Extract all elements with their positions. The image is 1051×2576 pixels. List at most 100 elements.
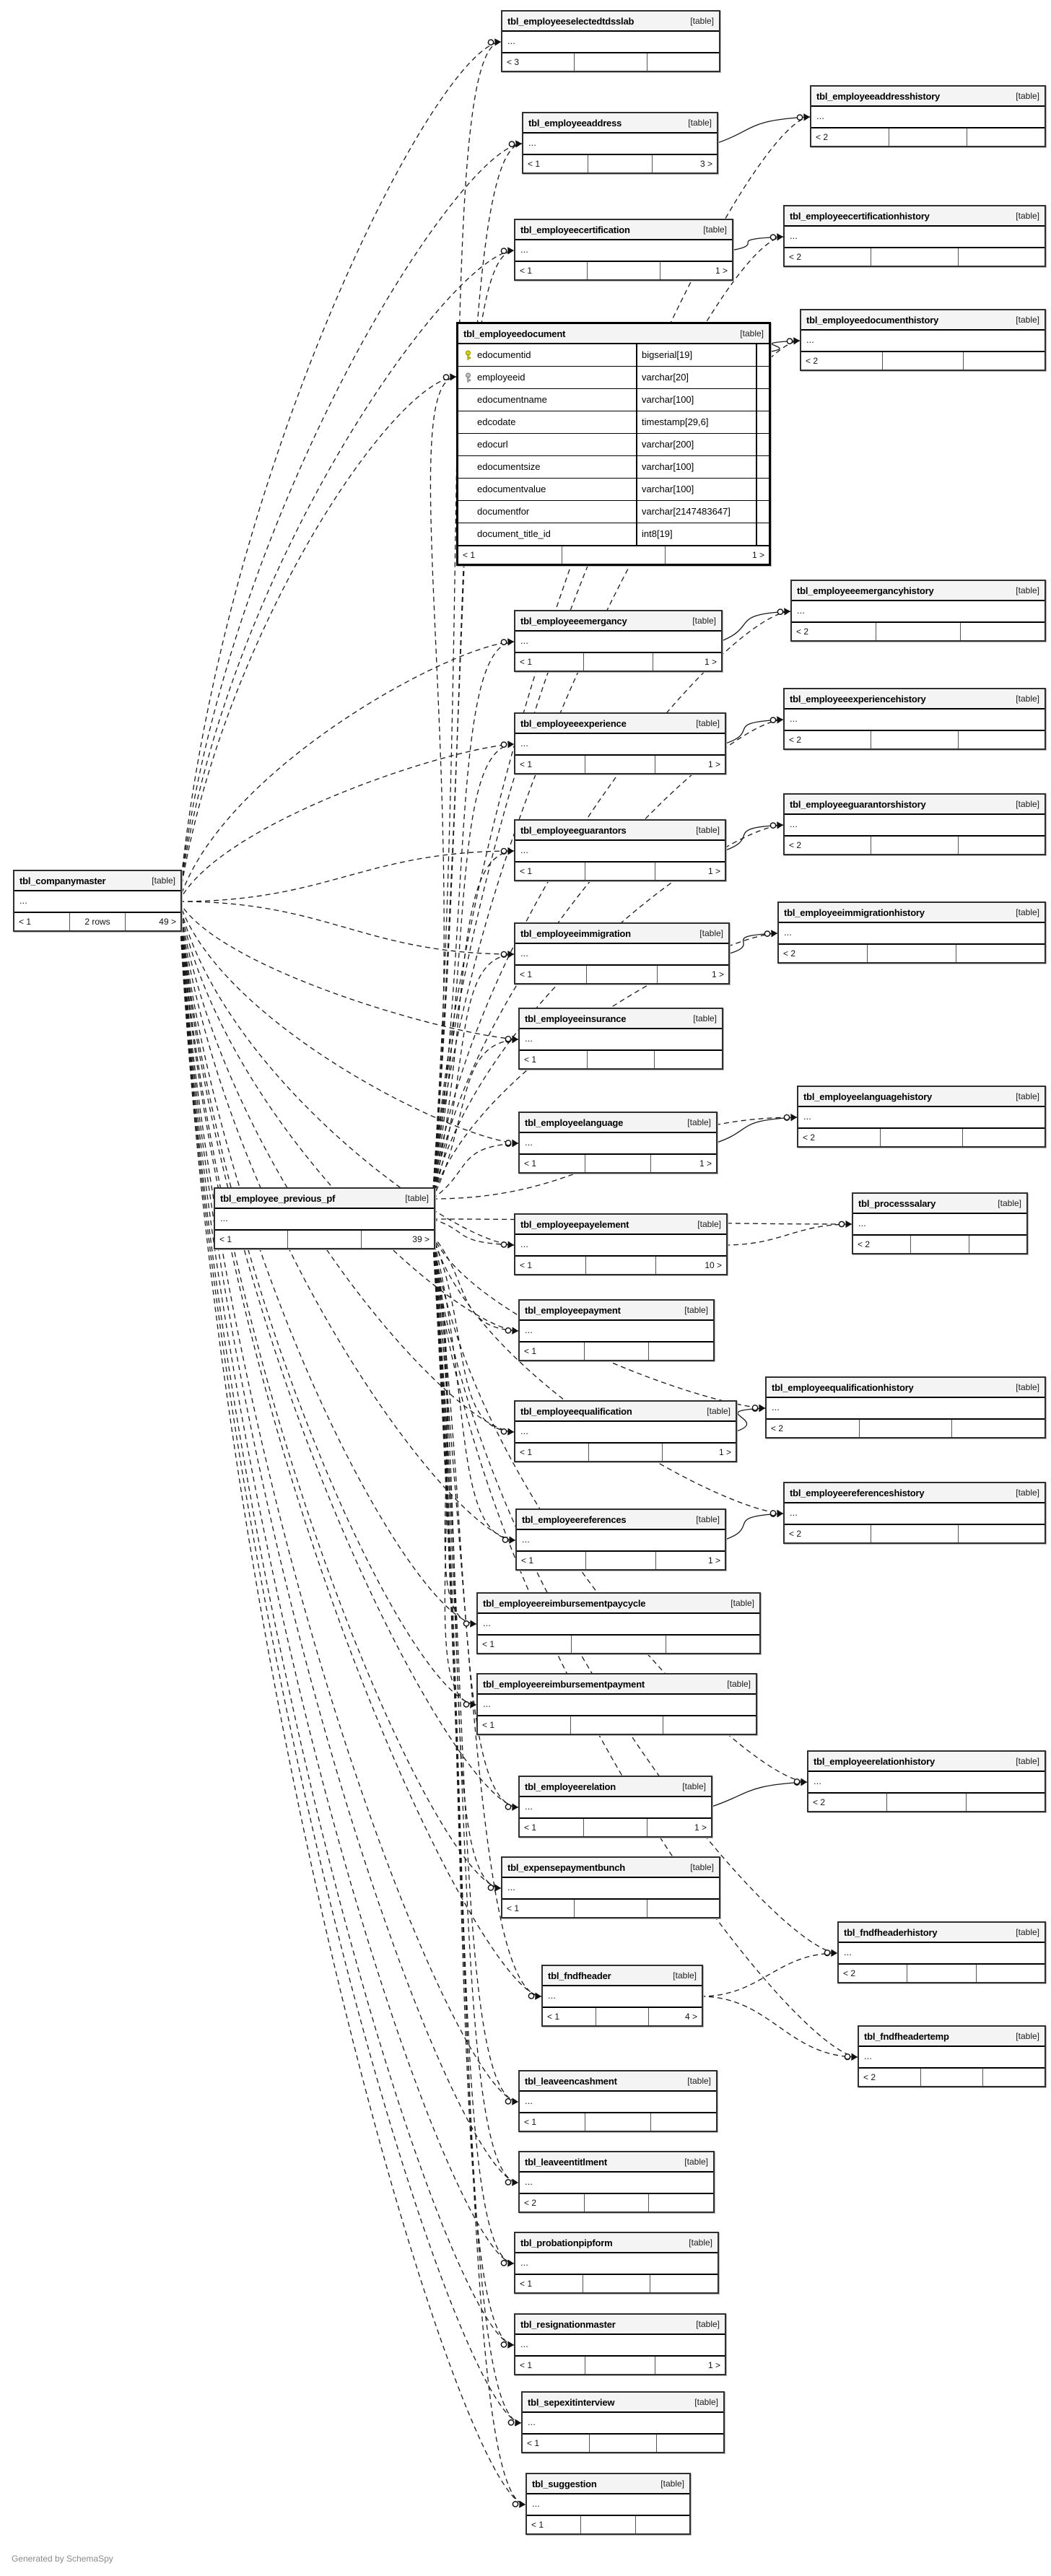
row-count: [585, 1155, 650, 1172]
table-header[interactable]: tbl_employeeexperiencehistory[table]: [785, 689, 1045, 710]
table-node-selectedtdsslab[interactable]: tbl_employeeselectedtdsslab[table]...< 3: [501, 10, 720, 72]
table-name: tbl_employeeguarantors: [520, 824, 627, 836]
table-header[interactable]: tbl_employeeemergancy[table]: [515, 611, 721, 632]
table-header[interactable]: tbl_employee_previous_pf[table]: [215, 1189, 434, 1209]
child-degree: 39 >: [360, 1231, 434, 1248]
table-header[interactable]: tbl_suggestion[table]: [527, 2474, 689, 2494]
table-header[interactable]: tbl_employeerelation[table]: [520, 1777, 711, 1797]
fk-edge-previous_pf-document: [429, 373, 457, 1200]
table-node-insurance[interactable]: tbl_employeeinsurance[table]...< 1: [518, 1008, 723, 1070]
table-name: tbl_companymaster: [19, 875, 106, 886]
key-cell: [458, 501, 477, 523]
table-node-reimbursementpaycycle[interactable]: tbl_employeereimbursementpaycycle[table]…: [476, 1592, 761, 1654]
table-header[interactable]: tbl_leaveentitlment[table]: [520, 2152, 713, 2173]
table-header[interactable]: tbl_employeelanguagehistory[table]: [798, 1087, 1045, 1107]
table-node-suggestion[interactable]: tbl_suggestion[table]...< 1: [526, 2473, 691, 2535]
table-header[interactable]: tbl_employeeaddresshistory[table]: [811, 87, 1045, 107]
table-header[interactable]: tbl_processsalary[table]: [853, 1194, 1026, 1214]
table-header[interactable]: tbl_sepexitinterview[table]: [523, 2393, 723, 2413]
degree-row: < 1: [478, 1636, 759, 1653]
table-header[interactable]: tbl_employeerelationhistory[table]: [808, 1752, 1045, 1772]
table-node-expensepaymentbunch[interactable]: tbl_expensepaymentbunch[table]...< 1: [501, 1856, 720, 1918]
table-header[interactable]: tbl_fndfheadertemp[table]: [859, 2027, 1045, 2047]
table-header[interactable]: tbl_employeereferences[table]: [517, 1510, 725, 1530]
table-header[interactable]: tbl_employeepayment[table]: [520, 1301, 713, 1321]
table-node-emergancyhistory[interactable]: tbl_employeeemergancyhistory[table]...< …: [790, 580, 1046, 642]
table-node-referenceshistory[interactable]: tbl_employeereferenceshistory[table]...<…: [783, 1482, 1046, 1544]
table-header[interactable]: tbl_employeedocumenthistory[table]: [801, 310, 1045, 331]
fk-edge-companymaster-reimbursementpayment: [178, 901, 477, 1708]
table-header[interactable]: tbl_companymaster[table]: [14, 871, 180, 891]
parent-degree: < 1: [528, 159, 541, 169]
row-count: 2 rows: [69, 913, 125, 930]
table-node-fndfheadertemp[interactable]: tbl_fndfheadertemp[table]...< 2: [858, 2025, 1046, 2087]
degree-row: < 2: [785, 731, 1045, 748]
table-node-fndfheaderhistory[interactable]: tbl_fndfheaderhistory[table]...< 2: [837, 1921, 1046, 1983]
table-header[interactable]: tbl_employeeguarantors[table]: [515, 821, 725, 841]
table-header[interactable]: tbl_fndfheader[table]: [543, 1966, 702, 1986]
table-header[interactable]: tbl_expensepaymentbunch[table]: [502, 1858, 719, 1878]
table-node-languagehistory[interactable]: tbl_employeelanguagehistory[table]...< 2: [797, 1086, 1046, 1148]
table-header[interactable]: tbl_employeeselectedtdsslab[table]: [502, 12, 719, 32]
table-node-leaveentitlment[interactable]: tbl_leaveentitlment[table]...< 2: [518, 2151, 715, 2213]
fk-edge-previous_pf-probationpipform: [432, 1234, 515, 2267]
table-name: tbl_employeepayelement: [520, 1218, 629, 1230]
table-node-reimbursementpayment[interactable]: tbl_employeereimbursementpayment[table].…: [476, 1673, 757, 1735]
table-node-guarantorshistory[interactable]: tbl_employeeguarantorshistory[table]...<…: [783, 793, 1046, 855]
table-header[interactable]: tbl_employeereferenceshistory[table]: [785, 1483, 1045, 1503]
table-node-qualificationhistory[interactable]: tbl_employeequalificationhistory[table].…: [765, 1376, 1046, 1438]
table-header[interactable]: tbl_employeeimmigration[table]: [515, 924, 728, 944]
table-node-certificationhistory[interactable]: tbl_employeecertificationhistory[table].…: [783, 205, 1046, 267]
table-header[interactable]: tbl_employeecertification[table]: [515, 220, 732, 240]
table-header[interactable]: tbl_employeeemergancyhistory[table]: [792, 581, 1045, 601]
table-node-documenthistory[interactable]: tbl_employeedocumenthistory[table]...< 2: [800, 309, 1046, 371]
table-header[interactable]: tbl_employeereimbursementpaycycle[table]: [478, 1594, 759, 1614]
hidden-columns-ellipsis: ...: [543, 1986, 702, 2008]
table-header[interactable]: tbl_employeeimmigrationhistory[table]: [779, 903, 1045, 923]
table-header[interactable]: tbl_leaveencashment[table]: [520, 2071, 716, 2092]
table-node-experiencehistory[interactable]: tbl_employeeexperiencehistory[table]...<…: [783, 688, 1046, 750]
table-type-tag: [table]: [696, 1514, 720, 1524]
table-header[interactable]: tbl_employeequalificationhistory[table]: [767, 1378, 1045, 1398]
fk-edge-previous_pf-immigration: [432, 951, 515, 1200]
table-node-immigrationhistory[interactable]: tbl_employeeimmigrationhistory[table]...…: [777, 901, 1046, 964]
table-header[interactable]: tbl_employeequalification[table]: [515, 1402, 736, 1422]
table-header[interactable]: tbl_employeeinsurance[table]: [520, 1009, 722, 1029]
table-header[interactable]: tbl_fndfheaderhistory[table]: [839, 1923, 1045, 1943]
table-node-relationhistory[interactable]: tbl_employeerelationhistory[table]...< 2: [807, 1750, 1046, 1812]
table-node-payment[interactable]: tbl_employeepayment[table]...< 1: [518, 1299, 715, 1361]
table-header[interactable]: tbl_employeepayelement[table]: [515, 1215, 726, 1235]
table-header[interactable]: tbl_probationpipform[table]: [515, 2233, 718, 2253]
table-type-tag: [table]: [740, 328, 764, 339]
table-type-tag: [table]: [1016, 2031, 1039, 2041]
table-node-addresshistory[interactable]: tbl_employeeaddresshistory[table]...< 2: [810, 85, 1046, 147]
table-node-processsalary[interactable]: tbl_processsalary[table]...< 2: [852, 1192, 1028, 1254]
table-header[interactable]: tbl_employeecertificationhistory[table]: [785, 206, 1045, 227]
table-header[interactable]: tbl_employeeaddress[table]: [523, 113, 717, 134]
table-node-sepexitinterview[interactable]: tbl_sepexitinterview[table]...< 1: [521, 2391, 725, 2453]
table-header[interactable]: tbl_employeeguarantorshistory[table]: [785, 795, 1045, 815]
table-node-leaveencashment[interactable]: tbl_leaveencashment[table]...< 1: [518, 2070, 718, 2132]
table-header[interactable]: tbl_employeelanguage[table]: [520, 1113, 716, 1133]
table-header[interactable]: tbl_employeeexperience[table]: [515, 714, 725, 734]
table-header[interactable]: tbl_employeedocument[table]: [458, 324, 769, 344]
table-node-probationpipform[interactable]: tbl_probationpipform[table]...< 1: [514, 2232, 719, 2294]
table-header[interactable]: tbl_resignationmaster[table]: [515, 2315, 725, 2335]
table-header[interactable]: tbl_employeereimbursementpayment[table]: [478, 1675, 756, 1695]
